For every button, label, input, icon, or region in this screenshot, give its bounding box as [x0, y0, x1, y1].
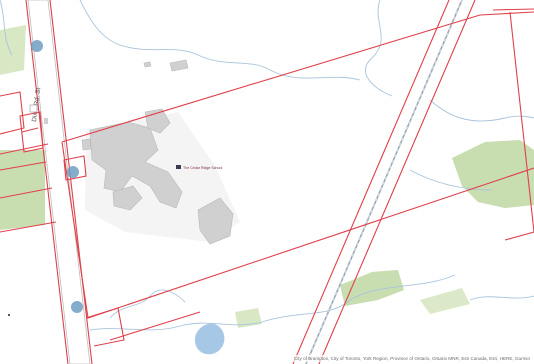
stream-northwest [0, 0, 13, 56]
stream-central-east [409, 169, 493, 191]
west-structure-2 [44, 118, 48, 124]
stream-east [429, 99, 534, 122]
poi-markers[interactable] [31, 40, 83, 313]
parcel-west-lot [19, 111, 44, 153]
bus-stop-marker-south[interactable] [71, 301, 83, 313]
school-building-south-wing [112, 185, 143, 211]
vegetation-area-east [452, 140, 534, 208]
school-label: The Cedar Ridge School [183, 166, 223, 170]
minor-features [8, 104, 48, 316]
outbuilding-small [143, 61, 152, 68]
outbuilding-southeast [197, 197, 234, 245]
stream-layer [0, 0, 534, 331]
stream-southwest [109, 289, 186, 319]
stream-southeast [469, 295, 534, 301]
parcel-west-1 [0, 91, 25, 135]
parcel-road-east-edge [49, 0, 93, 364]
map-attribution: City of Brampton, City of Toronto, York … [291, 355, 532, 362]
parcel-south-lot-2 [109, 311, 201, 341]
school-building-main [89, 121, 183, 209]
parcel-east-road-lot [63, 155, 87, 181]
parcel-south-lot [85, 307, 125, 347]
stream-north [79, 0, 361, 81]
stream-south [89, 274, 456, 331]
school-poi[interactable]: The Cedar Ridge School [176, 165, 223, 170]
parcel-west-lot-3 [0, 161, 47, 171]
parcel-far-east [504, 231, 534, 241]
outbuilding-north [169, 59, 189, 72]
outbuilding-west [81, 138, 92, 151]
parcel-west-4 [0, 221, 57, 233]
parcel-east-vertical [509, 11, 534, 233]
road-label: Dixie Rd. St [31, 87, 42, 122]
parcel-school [61, 11, 534, 319]
bus-stop-marker-middle[interactable] [67, 166, 79, 178]
bus-stop-marker-north[interactable] [31, 40, 43, 52]
dixie-road [27, 0, 91, 364]
parcel-west-3 [0, 187, 53, 199]
west-structure [29, 104, 38, 113]
parcel-west-lot-2 [21, 127, 39, 133]
railway-corridor [292, 0, 476, 364]
vegetation-area-northwest [0, 25, 26, 75]
school-icon [176, 165, 181, 169]
vegetation-area-west [0, 150, 45, 230]
parcel-northeast-edge [492, 8, 534, 11]
pond [194, 323, 225, 355]
parcel-road-west-edge [25, 0, 69, 364]
stream-northeast [365, 0, 393, 97]
vegetation-area-south-2 [420, 288, 470, 314]
building-layer [81, 59, 234, 245]
southwest-marker [8, 314, 10, 316]
